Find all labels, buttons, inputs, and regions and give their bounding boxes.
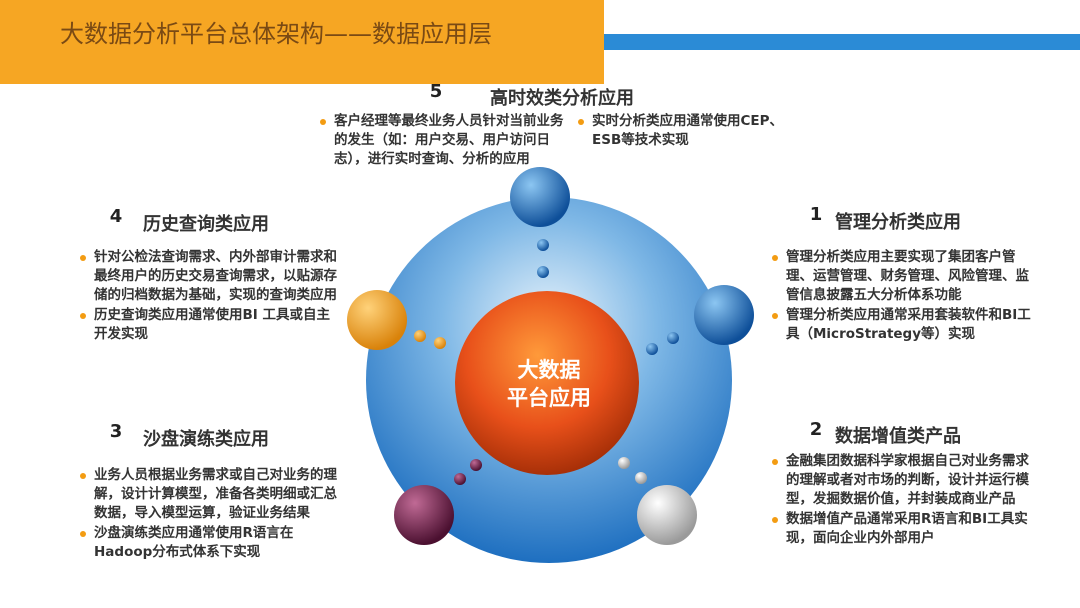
section-title-4: 历史查询类应用 [143, 214, 269, 235]
section-number-5: 5 [429, 81, 443, 102]
section-4-bullets: 针对公检法查询需求、内外部审计需求和最终用户的历史交易查询需求，以贴源存储的归档… [78, 248, 340, 345]
section-number-2: 2 [809, 419, 823, 440]
sphere-2 [637, 485, 697, 545]
header-bar [0, 0, 604, 84]
bullet: 管理分析类应用主要实现了集团客户管理、运营管理、财务管理、风险管理、监管信息披露… [770, 248, 1032, 305]
bullet: 数据增值产品通常采用R语言和BI工具实现，面向企业内外部用户 [770, 510, 1032, 548]
page-title: 大数据分析平台总体架构——数据应用层 [60, 20, 492, 48]
section-title-3: 沙盘演练类应用 [143, 429, 269, 450]
header-accent-line [604, 34, 1080, 50]
dot [618, 457, 630, 469]
bullet: 针对公检法查询需求、内外部审计需求和最终用户的历史交易查询需求，以贴源存储的归档… [78, 248, 340, 305]
sphere-5 [510, 167, 570, 227]
bullet: 业务人员根据业务需求或自己对业务的理解，设计计算模型，准备各类明细或汇总数据，导… [78, 466, 340, 523]
core-label-line2: 平台应用 [507, 386, 591, 410]
dot [667, 332, 679, 344]
dot [470, 459, 482, 471]
bullet: 管理分析类应用通常采用套装软件和BI工具（MicroStrategy等）实现 [770, 306, 1032, 344]
dot [537, 239, 549, 251]
section-number-1: 1 [809, 204, 823, 225]
core-circle [455, 291, 639, 475]
bullet: 沙盘演练类应用通常使用R语言在Hadoop分布式体系下实现 [78, 524, 340, 562]
section-5-left-bullets: 客户经理等最终业务人员针对当前业务的发生（如：用户交易、用户访问日志），进行实时… [318, 112, 570, 170]
bullet: 客户经理等最终业务人员针对当前业务的发生（如：用户交易、用户访问日志），进行实时… [318, 112, 570, 169]
dot [537, 266, 549, 278]
bullet: 实时分析类应用通常使用CEP、ESB等技术实现 [576, 112, 804, 150]
bullet: 历史查询类应用通常使用BI 工具或自主开发实现 [78, 306, 340, 344]
core-label-line1: 大数据 [517, 358, 581, 382]
section-number-3: 3 [109, 421, 123, 442]
section-5-right-bullets: 实时分析类应用通常使用CEP、ESB等技术实现 [576, 112, 804, 151]
dot [434, 337, 446, 349]
section-number-4: 4 [109, 206, 123, 227]
sphere-4 [347, 290, 407, 350]
bullet: 金融集团数据科学家根据自己对业务需求的理解或者对市场的判断，设计并运行模型，发掘… [770, 452, 1032, 509]
dot [635, 472, 647, 484]
dot [414, 330, 426, 342]
sphere-1 [694, 285, 754, 345]
section-title-5: 高时效类分析应用 [490, 88, 634, 109]
section-3-bullets: 业务人员根据业务需求或自己对业务的理解，设计计算模型，准备各类明细或汇总数据，导… [78, 466, 340, 563]
sphere-3 [394, 485, 454, 545]
section-1-bullets: 管理分析类应用主要实现了集团客户管理、运营管理、财务管理、风险管理、监管信息披露… [770, 248, 1032, 345]
section-title-1: 管理分析类应用 [835, 212, 961, 233]
core-label: 大数据 平台应用 [464, 356, 634, 412]
dot [646, 343, 658, 355]
dot [454, 473, 466, 485]
section-title-2: 数据增值类产品 [835, 426, 961, 447]
section-2-bullets: 金融集团数据科学家根据自己对业务需求的理解或者对市场的判断，设计并运行模型，发掘… [770, 452, 1032, 549]
